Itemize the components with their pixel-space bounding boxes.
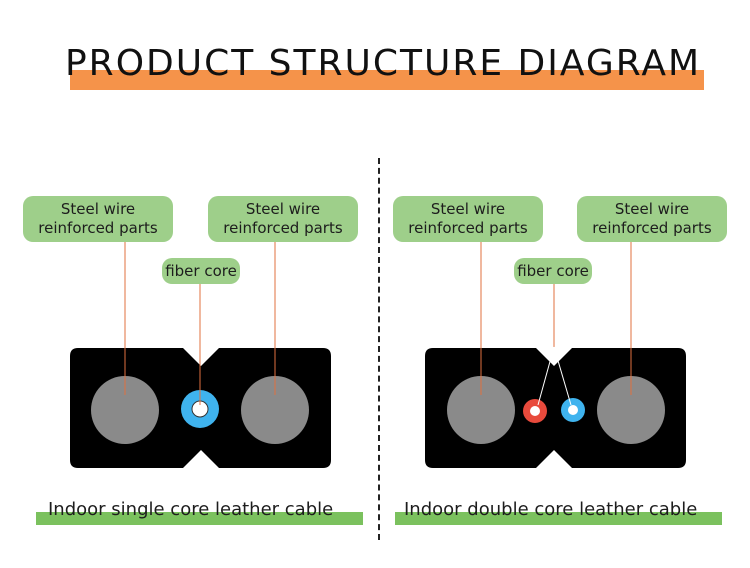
steel-wire-right bbox=[597, 376, 665, 444]
steel-wire-right bbox=[241, 376, 309, 444]
label-fiber-core: fiber core bbox=[514, 258, 592, 284]
caption-bar-left bbox=[36, 512, 363, 525]
caption-double-core: Indoor double core leather cable bbox=[404, 499, 698, 520]
double-core-cable bbox=[425, 240, 686, 468]
title-underline-bar bbox=[70, 70, 704, 90]
steel-wire-left bbox=[91, 376, 159, 444]
label-steel-wire-left: Steel wire reinforced parts bbox=[23, 196, 173, 242]
fiber-core-blue-center bbox=[568, 405, 578, 415]
label-steel-wire-right: Steel wire reinforced parts bbox=[577, 196, 727, 242]
caption-bar-right bbox=[395, 512, 722, 525]
page-title: PRODUCT STRUCTURE DIAGRAM bbox=[64, 43, 702, 84]
label-steel-wire-right: Steel wire reinforced parts bbox=[208, 196, 358, 242]
single-core-cable bbox=[70, 240, 331, 468]
label-steel-wire-left: Steel wire reinforced parts bbox=[393, 196, 543, 242]
section-divider bbox=[378, 158, 380, 540]
steel-wire-left bbox=[447, 376, 515, 444]
caption-single-core: Indoor single core leather cable bbox=[48, 499, 334, 520]
leader-line-fiber-blue bbox=[553, 346, 572, 406]
leader-line-fiber-red bbox=[537, 346, 555, 406]
fiber-core-red-center bbox=[530, 406, 540, 416]
label-fiber-core: fiber core bbox=[162, 258, 240, 284]
